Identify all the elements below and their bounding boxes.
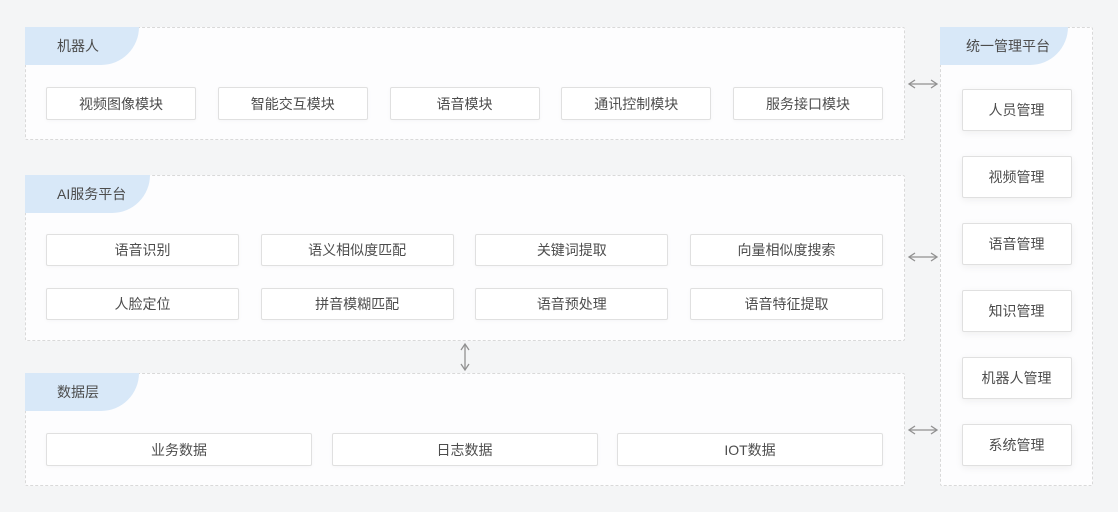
module-robot-management: 机器人管理 (961, 357, 1072, 399)
module-intelligent-interaction: 智能交互模块 (217, 87, 368, 120)
section-management-platform: 统一管理平台 人员管理 视频管理 语音管理 知识管理 机器人管理 系统管理 (940, 27, 1093, 486)
module-system-management: 系统管理 (961, 424, 1072, 466)
section-robot-label: 机器人 (25, 27, 139, 65)
module-speech-feature-extraction: 语音特征提取 (689, 288, 883, 320)
data-to-management-arrow-icon (906, 423, 940, 437)
section-management-platform-label: 统一管理平台 (940, 27, 1068, 65)
module-pinyin-fuzzy-matching: 拼音模糊匹配 (260, 288, 454, 320)
module-video-management: 视频管理 (961, 156, 1072, 198)
ai-module-row-2: 人脸定位 拼音模糊匹配 语音预处理 语音特征提取 (46, 288, 883, 320)
module-service-interface: 服务接口模块 (733, 87, 883, 120)
ai-to-management-arrow-icon (906, 250, 940, 264)
module-iot-data: IOT数据 (617, 433, 883, 466)
module-personnel-management: 人员管理 (961, 89, 1072, 131)
section-robot: 机器人 视频图像模块 智能交互模块 语音模块 通讯控制模块 服务接口模块 (25, 27, 905, 140)
module-log-data: 日志数据 (331, 433, 598, 466)
module-speech-preprocessing: 语音预处理 (475, 288, 669, 320)
management-module-column: 人员管理 视频管理 语音管理 知识管理 机器人管理 系统管理 (941, 89, 1092, 466)
module-knowledge-management: 知识管理 (961, 290, 1072, 332)
module-business-data: 业务数据 (46, 433, 312, 466)
module-keyword-extraction: 关键词提取 (475, 234, 669, 266)
module-semantic-similarity-matching: 语义相似度匹配 (260, 234, 454, 266)
section-data-layer: 数据层 业务数据 日志数据 IOT数据 (25, 373, 905, 486)
section-ai-platform: AI服务平台 语音识别 语义相似度匹配 关键词提取 向量相似度搜索 人脸定位 拼… (25, 175, 905, 341)
module-voice-management: 语音管理 (961, 223, 1072, 265)
robot-module-row: 视频图像模块 智能交互模块 语音模块 通讯控制模块 服务接口模块 (46, 87, 883, 120)
module-speech-recognition: 语音识别 (46, 234, 239, 266)
module-vector-similarity-search: 向量相似度搜索 (689, 234, 883, 266)
data-module-row: 业务数据 日志数据 IOT数据 (46, 433, 883, 466)
module-video-image: 视频图像模块 (46, 87, 196, 120)
module-face-positioning: 人脸定位 (46, 288, 239, 320)
module-voice: 语音模块 (389, 87, 540, 120)
ai-module-row-1: 语音识别 语义相似度匹配 关键词提取 向量相似度搜索 (46, 234, 883, 266)
ai-to-data-arrow-icon (458, 341, 472, 373)
robot-to-management-arrow-icon (906, 77, 940, 91)
section-data-layer-label: 数据层 (25, 373, 139, 411)
section-ai-platform-label: AI服务平台 (25, 175, 151, 213)
module-communication-control: 通讯控制模块 (561, 87, 712, 120)
